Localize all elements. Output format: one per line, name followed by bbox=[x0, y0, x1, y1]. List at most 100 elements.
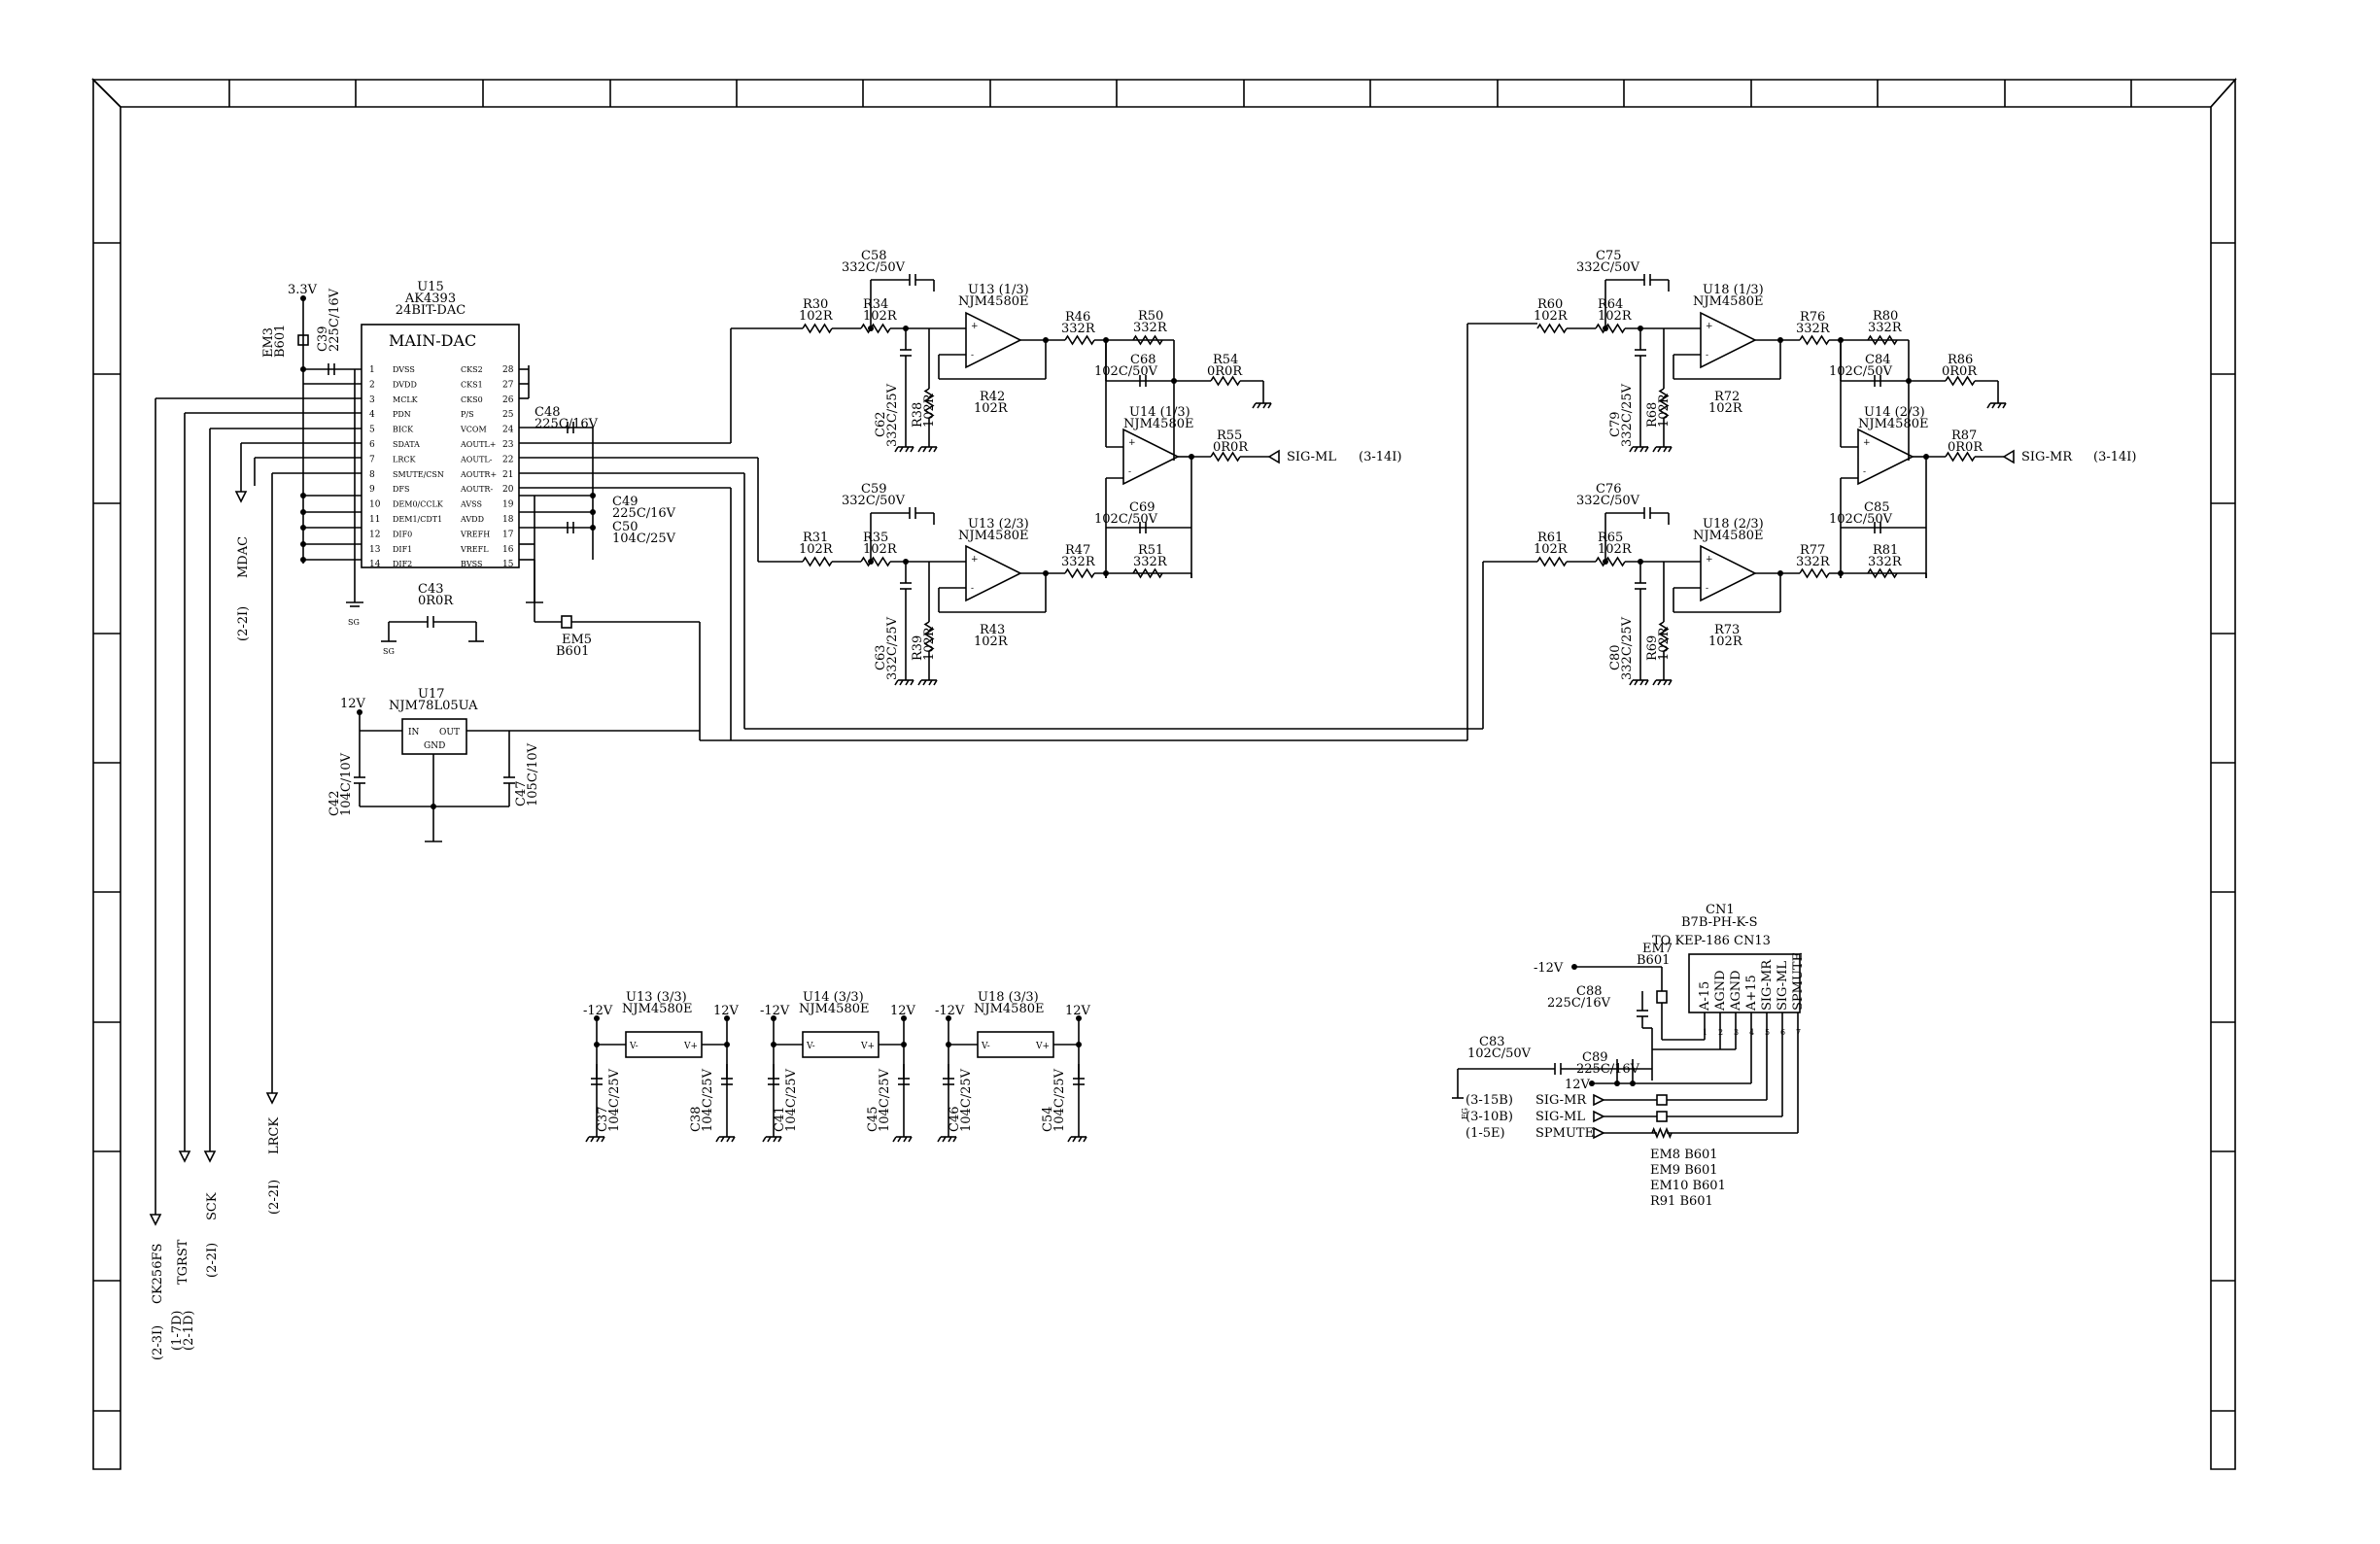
ck256fs-name: CK256FS bbox=[151, 1244, 165, 1304]
dac-left-pin-name: MCLK bbox=[393, 395, 419, 404]
drawing-frame bbox=[91, 77, 2237, 1470]
c42-ref: C42 bbox=[328, 791, 342, 817]
op3 bbox=[1122, 428, 1180, 486]
c-g1-val: 332C/25V bbox=[1620, 383, 1635, 447]
r-b1-ref: R34 bbox=[863, 297, 888, 312]
dac-right-pin-num: 19 bbox=[502, 500, 514, 510]
dac-left-pin-num: 5 bbox=[369, 426, 375, 435]
op2-ref: U18 (2/3) bbox=[1703, 517, 1764, 532]
cn1-note: R91 B601 bbox=[1650, 1194, 1713, 1209]
cn1-pin-label: A-15 bbox=[1698, 981, 1712, 1012]
dac-left-pin-num: 13 bbox=[369, 545, 381, 555]
r-g1 bbox=[1658, 388, 1670, 419]
ck256fs-ref: (2-3I) bbox=[151, 1325, 165, 1360]
c49-val: 225C/16V bbox=[612, 506, 676, 521]
c49-ref: C49 bbox=[612, 495, 638, 509]
r-s2-val: 332R bbox=[1133, 555, 1168, 569]
dac-right-pin-num: 27 bbox=[502, 380, 514, 390]
r-a1-val: 102R bbox=[1534, 309, 1569, 324]
cn1-sig-ref: (3-10B) bbox=[1466, 1110, 1513, 1124]
r-out bbox=[1945, 451, 1976, 463]
cn1-body bbox=[1688, 953, 1801, 1013]
op3-part: NJM4580E bbox=[1858, 417, 1928, 431]
pop-ca-val: 104C/25V bbox=[607, 1068, 622, 1132]
r-t1 bbox=[1945, 375, 1976, 387]
r-a2 bbox=[802, 556, 833, 567]
dac-right-pin-name: VCOM bbox=[460, 426, 487, 434]
dac-left-pin-name: DIF2 bbox=[393, 560, 412, 568]
cn1-pin-label: A+15 bbox=[1744, 975, 1759, 1012]
r-fb2 bbox=[1799, 567, 1830, 579]
dac-right-pin-name: CKS2 bbox=[461, 365, 483, 374]
pop-vneg: -12V bbox=[935, 1004, 965, 1018]
pop-cb-val: 104C/25V bbox=[701, 1068, 715, 1132]
r-b1 bbox=[1595, 323, 1626, 334]
c89-ref: C89 bbox=[1582, 1050, 1608, 1065]
r-g1b-val: 102R bbox=[974, 401, 1009, 416]
pop-ca-ref: C37 bbox=[596, 1107, 610, 1133]
cn1-pin-label: SIG-ML bbox=[1776, 961, 1790, 1011]
r-g2b-val: 102R bbox=[974, 635, 1009, 649]
c39-ref: C39 bbox=[316, 326, 330, 353]
r-b2 bbox=[860, 556, 891, 567]
c-s1-val: 102C/50V bbox=[1829, 364, 1893, 379]
dac-right-pin-num: 21 bbox=[502, 470, 513, 480]
dac-right-pin-name: CKS0 bbox=[461, 395, 483, 404]
out-arrow bbox=[1267, 449, 1280, 464]
dac-left-pin-name: DIF1 bbox=[393, 545, 412, 554]
pop-part: NJM4580E bbox=[622, 1002, 692, 1016]
r-g2b-ref: R43 bbox=[980, 623, 1005, 637]
op3-part: NJM4580E bbox=[1123, 417, 1193, 431]
r-fb1 bbox=[1799, 334, 1830, 346]
r-s1-ref: R80 bbox=[1873, 309, 1898, 324]
cn1-sig-arrow bbox=[1593, 1093, 1605, 1107]
out-arrow bbox=[2002, 449, 2015, 464]
dac-left-pin-name: DVDD bbox=[393, 380, 417, 389]
svg-text:+: + bbox=[1128, 438, 1136, 448]
v12-label-cn: 12V bbox=[1565, 1078, 1591, 1092]
cn1-pin-label: SIG-MR bbox=[1760, 959, 1775, 1011]
r-g1-ref: R38 bbox=[911, 402, 925, 428]
c50-val: 104C/25V bbox=[612, 532, 676, 546]
op1 bbox=[1700, 311, 1757, 369]
dac-right-pin-num: 16 bbox=[502, 545, 514, 555]
u17-in: IN bbox=[408, 728, 420, 738]
dac-right-pin-name: BVSS bbox=[461, 560, 482, 568]
r-a1 bbox=[1536, 323, 1568, 334]
u17-body bbox=[401, 718, 467, 755]
svg-text:-: - bbox=[1863, 467, 1866, 477]
op2-ref: U13 (2/3) bbox=[968, 517, 1029, 532]
dac-right-pin-name: P/S bbox=[461, 410, 474, 419]
r-g1-val: 102R bbox=[922, 393, 937, 428]
cn1-note: EM9 B601 bbox=[1650, 1163, 1718, 1178]
c88-val: 225C/16V bbox=[1547, 996, 1611, 1011]
out-name: SIG-MR bbox=[2021, 450, 2073, 464]
c-top1-ref: C75 bbox=[1596, 249, 1622, 263]
c-s1-val: 102C/50V bbox=[1094, 364, 1158, 379]
c-s2-val: 102C/50V bbox=[1094, 512, 1158, 527]
r-s2-val: 332R bbox=[1868, 555, 1903, 569]
r-b1-val: 102R bbox=[1598, 309, 1633, 324]
op3-ref: U14 (2/3) bbox=[1864, 405, 1925, 420]
dac-right-pin-num: 26 bbox=[502, 395, 514, 405]
r-t1 bbox=[1210, 375, 1241, 387]
pop-cb-ref: C38 bbox=[689, 1107, 704, 1133]
r-g1-val: 102R bbox=[1657, 393, 1672, 428]
c-g2-val: 332C/25V bbox=[885, 616, 900, 680]
dac-right-pin-name: AOUTR+ bbox=[460, 470, 497, 479]
dac-right-pin-name: VREFH bbox=[460, 530, 490, 538]
dac-right-pin-num: 22 bbox=[502, 455, 513, 464]
pop-ca-ref: C41 bbox=[773, 1107, 787, 1133]
r-b1-ref: R64 bbox=[1598, 297, 1623, 312]
r-fb1 bbox=[1064, 334, 1095, 346]
left-signals: (2-2I) MDAC (2-2I) LRCK (2-2I) SCK (1-7D… bbox=[149, 397, 362, 1360]
tgrst-ref2: (2-1D) bbox=[182, 1310, 196, 1351]
v33-label: 3.3V bbox=[288, 283, 318, 297]
dac-left-pin-name: PDN bbox=[393, 410, 411, 419]
r-s1-ref: R50 bbox=[1138, 309, 1163, 324]
